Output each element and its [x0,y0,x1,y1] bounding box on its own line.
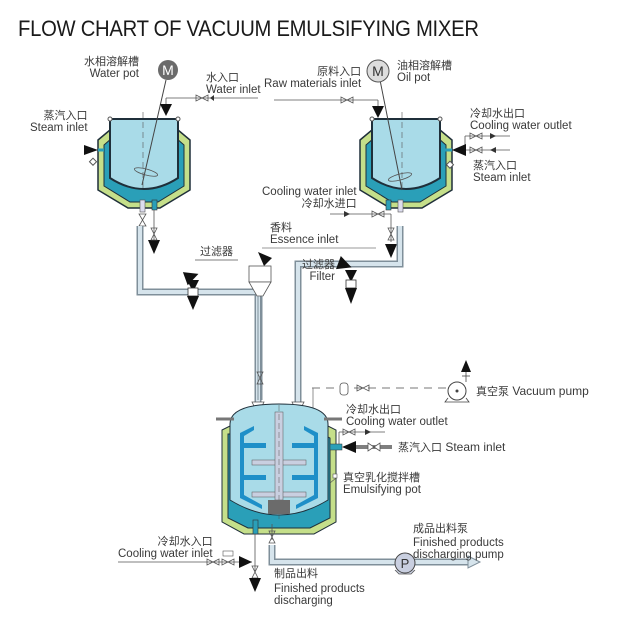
motor-symbol-left: M [162,62,174,78]
cooling-water-inlet-top-line [330,210,397,258]
label-steam-inlet-right-en: Steam inlet [473,172,531,184]
label-water-pot: 水相溶解槽 Water pot [84,55,139,81]
motor-symbol-right: M [372,63,384,79]
discharging-pump: P [394,552,416,575]
label-cooling-water-outlet-main-en: Cooling water outlet [346,416,448,428]
diagram-title: FLOW CHART OF VACUUM EMULSIFYING MIXER [18,16,479,41]
label-cooling-water-outlet-right-en: Cooling water outlet [470,120,572,132]
label-finished-products-discharging-en1: Finished products [274,583,365,595]
label-oil-pot-en: Oil pot [397,72,431,84]
oil-pot-motor: M [366,59,390,83]
filter-left [182,259,238,310]
emulsifying-pot-jacket-lines [329,428,392,484]
label-discharging-pump-en1: Finished products [413,537,504,549]
label-steam-inlet-left: 蒸汽入口 Steam inlet [30,109,88,135]
water-pot-tank [97,116,191,213]
label-filter-right-en: Filter [309,271,335,283]
label-raw-materials-inlet-en: Raw materials inlet [264,78,362,90]
label-cooling-water-inlet-bottom-en: Cooling water inlet [118,548,213,560]
label-steam-inlet-right-cn: 蒸汽入口 [473,159,517,172]
label-emulsifying-pot: 真空乳化搅拌槽 Emulsifying pot [343,471,421,497]
label-discharging-pump-en2: discharging pump [413,549,504,561]
essence-hopper [248,247,376,400]
vacuum-pump [444,360,471,403]
label-steam-inlet-main: 蒸汽入口 Steam inlet [398,441,505,454]
label-oil-pot-cn: 油相溶解槽 [397,59,452,72]
label-steam-inlet-left-en: Steam inlet [30,122,88,134]
steam-inlet-left-line [84,145,104,166]
cooling-water-inlet-bottom-line [118,534,261,592]
label-filter-right-cn: 过滤器 [302,258,335,271]
label-oil-pot: 油相溶解槽 Oil pot [397,59,452,85]
label-cooling-water-outlet-right-cn: 冷却水出口 [470,107,525,120]
water-pot-discharge [138,210,160,254]
label-cooling-water-outlet-main: 冷却水出口 Cooling water outlet [346,403,448,429]
label-steam-inlet-right: 蒸汽入口 Steam inlet [473,159,531,185]
label-cooling-water-inlet-top-en: Cooling water inlet [262,186,357,198]
label-finished-products-discharging-cn: 制品出料 [274,567,318,580]
pump-symbol: P [401,556,410,571]
label-emulsifying-pot-en: Emulsifying pot [343,484,421,496]
water-inlet-line [160,94,258,116]
water-pot-agitator [133,79,167,190]
label-essence-inlet-cn: 香料 [270,221,292,234]
label-discharging-pump: 成品出料泵 Finished products discharging pump [413,522,504,562]
label-raw-materials-inlet: 原料入口 Raw materials inlet [264,65,362,91]
filter-right [336,256,357,304]
label-vacuum-pump-cn: 真空泵 [476,385,509,398]
label-finished-products-discharging: 制品出料 Finished products discharging [274,567,365,608]
label-raw-materials-inlet-cn: 原料入口 [317,65,362,78]
label-water-pot-cn: 水相溶解槽 [84,55,139,68]
label-vacuum-pump-en: Vacuum pump [512,384,589,398]
water-pot-motor: M [158,60,178,80]
oil-pot-agitator [379,79,413,191]
label-cooling-water-outlet-main-cn: 冷却水出口 [346,403,401,416]
emulsifying-pot-agitator [240,405,318,520]
label-cooling-water-inlet-bottom-cn: 冷却水入口 [157,535,213,548]
label-water-inlet-cn: 水入口 [206,71,239,84]
label-cooling-water-inlet-top-cn: 冷却水进口 [301,197,357,210]
oil-pot-right-lines [444,132,510,169]
label-essence-inlet: 香料 Essence inlet [270,221,339,247]
label-finished-products-discharging-en2: discharging [274,595,333,607]
label-steam-inlet-main-cn: 蒸汽入口 [398,441,442,454]
label-filter-left: 过滤器 [200,246,233,258]
label-filter-right: 过滤器 Filter [302,258,335,284]
label-water-inlet: 水入口 Water inlet [206,71,261,97]
label-steam-inlet-left-cn: 蒸汽入口 [43,109,88,122]
label-discharging-pump-cn: 成品出料泵 [413,522,468,535]
label-essence-inlet-en: Essence inlet [270,234,339,246]
label-water-pot-en: Water pot [89,68,139,80]
label-cooling-water-inlet-top: Cooling water inlet 冷却水进口 [262,186,357,210]
label-cooling-water-inlet-bottom: 冷却水入口 Cooling water inlet [118,535,213,561]
raw-materials-inlet-line [274,96,384,118]
label-cooling-water-outlet-right: 冷却水出口 Cooling water outlet [470,107,572,133]
label-filter-left-cn: 过滤器 [200,245,233,258]
label-vacuum-pump: 真空泵 Vacuum pump [476,385,589,398]
label-steam-inlet-main-en: Steam inlet [445,440,506,454]
oil-pot-tank [359,116,453,213]
label-emulsifying-pot-cn: 真空乳化搅拌槽 [343,471,420,484]
label-water-inlet-en: Water inlet [206,84,261,96]
